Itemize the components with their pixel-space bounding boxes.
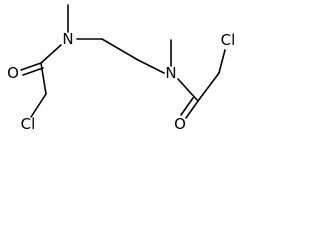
bond-left-carbonyl-double-b — [22, 67, 44, 76]
atom-label-n1: N — [62, 30, 73, 48]
bond-ch2-n2 — [137, 59, 165, 74]
bond-left-ch2-cl — [30, 93, 47, 118]
atom-label-cl2: Cl — [221, 31, 236, 49]
atom-label-o2: O — [174, 115, 186, 133]
bond-ethylene-bridge — [101, 38, 139, 61]
bond-right-carbonyl-double-b — [180, 97, 194, 116]
atom-labels: N N O O Cl Cl — [7, 30, 235, 133]
bond-lines — [20, 4, 226, 119]
bond-right-carbonyl-ch2 — [197, 72, 220, 102]
atom-label-cl1: Cl — [21, 115, 36, 133]
atom-label-n2: N — [165, 64, 176, 82]
bond-n2-carbonyl — [177, 78, 199, 102]
bond-left-carbonyl-double-a — [20, 62, 42, 71]
bond-right-ch2-cl — [218, 49, 226, 74]
bond-n1-carbonyl — [40, 44, 62, 64]
chemical-structure-diagram: N N O O Cl Cl — [7, 4, 235, 133]
bond-left-carbonyl-ch2 — [40, 62, 47, 95]
bond-right-carbonyl-double-a — [185, 100, 199, 119]
atom-label-o1: O — [7, 64, 19, 82]
